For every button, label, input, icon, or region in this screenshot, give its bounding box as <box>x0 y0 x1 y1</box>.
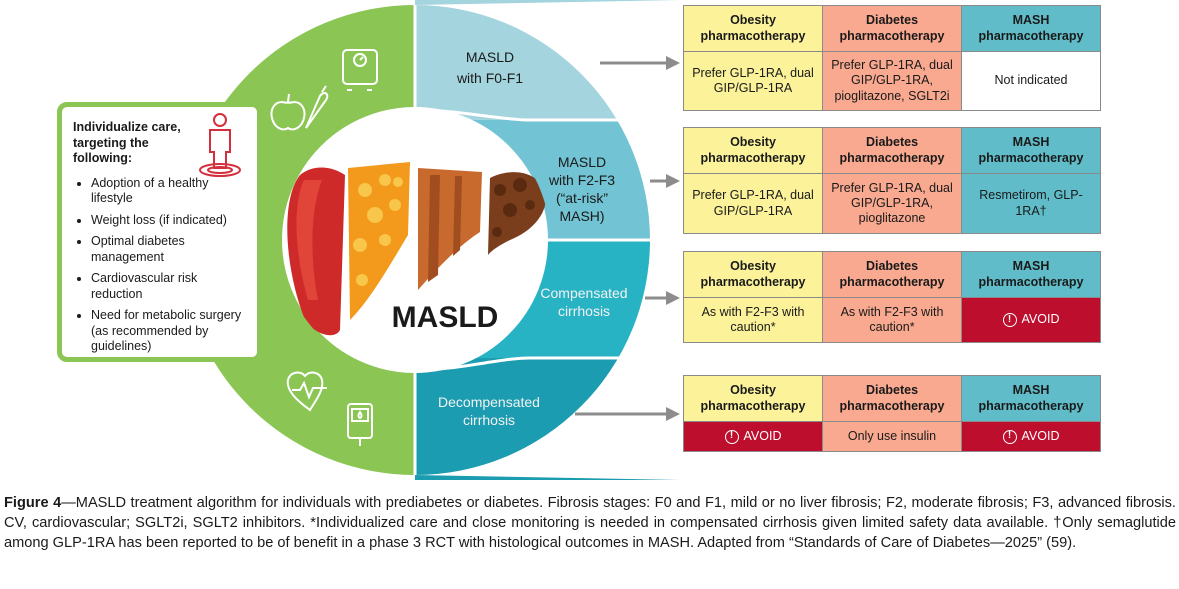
care-list: Adoption of a healthy lifestyle Weight l… <box>73 176 247 355</box>
cell-mash-avoid: ! AVOID <box>961 297 1101 343</box>
avoid-label: AVOID <box>743 428 782 443</box>
caption-text: —MASLD treatment algorithm for individua… <box>4 495 1176 551</box>
care-box: Individualize care, targeting the follow… <box>57 102 262 362</box>
cell-obesity: Prefer GLP-1RA, dual GIP/GLP-1RA <box>683 51 823 111</box>
cell-mash: Resmetirom, GLP-1RA† <box>961 173 1101 234</box>
header-obesity: Obesity pharmacotherapy <box>683 5 823 52</box>
arrow-compensated <box>645 291 680 305</box>
header-diabetes: Diabetes pharmacotherapy <box>822 127 962 174</box>
header-obesity: Obesity pharmacotherapy <box>683 127 823 174</box>
header-mash: MASH pharmacotherapy <box>961 251 1101 298</box>
header-obesity: Obesity pharmacotherapy <box>683 375 823 422</box>
glucose-meter-icon <box>347 403 373 446</box>
header-diabetes: Diabetes pharmacotherapy <box>822 251 962 298</box>
header-diabetes: Diabetes pharmacotherapy <box>822 375 962 422</box>
heart-rate-icon <box>286 371 327 412</box>
avoid-icon: ! <box>724 429 739 444</box>
avoid-label: AVOID <box>1021 312 1060 327</box>
liver-stages-icon <box>287 162 546 336</box>
care-box-title: Individualize care, targeting the follow… <box>73 120 181 165</box>
cell-mash-avoid: ! AVOID <box>961 421 1101 452</box>
table-f0f1: Obesity pharmacotherapy Diabetes pharmac… <box>683 5 1103 112</box>
arrow-f2f3 <box>650 174 680 188</box>
cell-diabetes: As with F2-F3 with caution* <box>822 297 962 343</box>
avoid-label: AVOID <box>1021 428 1060 443</box>
cell-obesity: As with F2-F3 with caution* <box>683 297 823 343</box>
avoid-icon: ! <box>1002 429 1017 444</box>
list-item: Need for metabolic surgery (as recommend… <box>91 308 247 355</box>
cell-diabetes: Prefer GLP-1RA, dual GIP/GLP-1RA, piogli… <box>822 173 962 234</box>
cell-diabetes: Only use insulin <box>822 421 962 452</box>
list-item: Optimal diabetes management <box>91 234 247 265</box>
header-mash: MASH pharmacotherapy <box>961 375 1101 422</box>
arrow-f0f1 <box>600 56 680 70</box>
arrow-decompensated <box>575 407 680 421</box>
table-f2f3: Obesity pharmacotherapy Diabetes pharmac… <box>683 127 1103 234</box>
table-decompensated: Obesity pharmacotherapy Diabetes pharmac… <box>683 375 1103 452</box>
table-compensated: Obesity pharmacotherapy Diabetes pharmac… <box>683 251 1103 343</box>
list-item: Adoption of a healthy lifestyle <box>91 176 247 207</box>
caption-label: Figure 4 <box>4 495 62 511</box>
header-mash: MASH pharmacotherapy <box>961 5 1101 52</box>
figure-caption: Figure 4—MASLD treatment algorithm for i… <box>4 493 1176 553</box>
cell-obesity: Prefer GLP-1RA, dual GIP/GLP-1RA <box>683 173 823 234</box>
center-label: MASLD <box>392 301 499 334</box>
cell-obesity-avoid: ! AVOID <box>683 421 823 452</box>
cell-diabetes: Prefer GLP-1RA, dual GIP/GLP-1RA, piogli… <box>822 51 962 111</box>
header-obesity: Obesity pharmacotherapy <box>683 251 823 298</box>
fruit-vegetable-icon <box>270 85 329 131</box>
avoid-icon: ! <box>1002 313 1017 327</box>
cell-mash: Not indicated <box>961 51 1101 111</box>
list-item: Weight loss (if indicated) <box>91 213 247 229</box>
arrows <box>575 56 680 421</box>
scale-icon <box>342 49 378 91</box>
header-diabetes: Diabetes pharmacotherapy <box>822 5 962 52</box>
person-target-icon <box>199 113 241 177</box>
list-item: Cardiovascular risk reduction <box>91 271 247 302</box>
header-mash: MASH pharmacotherapy <box>961 127 1101 174</box>
